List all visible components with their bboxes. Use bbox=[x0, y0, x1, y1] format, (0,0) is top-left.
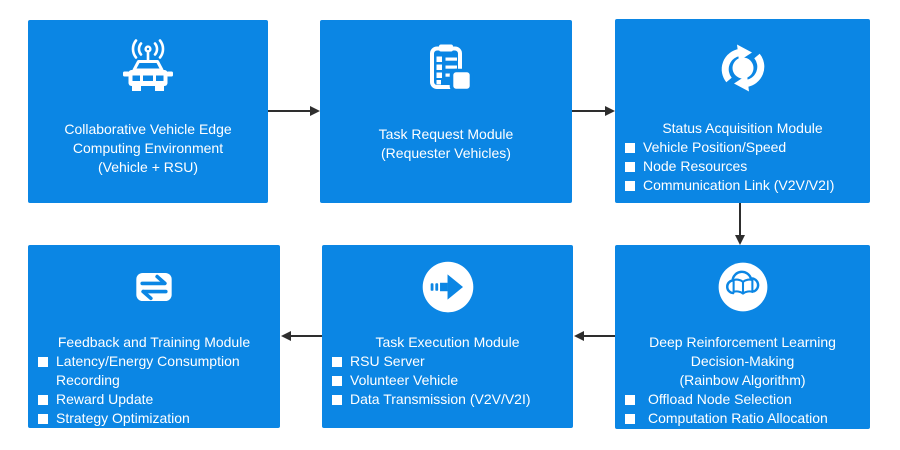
module-box-drl-decision: Deep Reinforcement Learning Decision-Mak… bbox=[615, 245, 870, 429]
arrowhead-down-icon bbox=[735, 235, 745, 245]
title-line: Computing Environment bbox=[72, 140, 224, 156]
list-item: Node Resources bbox=[625, 157, 866, 176]
icon-area bbox=[320, 20, 572, 116]
bullet-square-icon bbox=[625, 414, 635, 424]
title-line: Deep Reinforcement Learning bbox=[649, 334, 836, 350]
bullet-text: Strategy Optimization bbox=[56, 410, 190, 426]
bullet-square-icon bbox=[38, 395, 48, 405]
icon-area bbox=[28, 245, 280, 329]
transfer-arrows-icon bbox=[125, 258, 183, 316]
arrowhead-right-icon bbox=[605, 106, 615, 116]
bullet-text: Volunteer Vehicle bbox=[350, 372, 459, 388]
arrowhead-left-icon bbox=[281, 331, 291, 341]
arrow-line bbox=[291, 335, 322, 337]
clipboard-checklist-icon bbox=[414, 36, 478, 100]
module-title: Status Acquisition Module bbox=[615, 119, 870, 138]
bullet-text: Latency/Energy Consumption Recording bbox=[56, 353, 240, 388]
bullet-text: RSU Server bbox=[350, 353, 425, 369]
list-item: Communication Link (V2V/V2I) bbox=[625, 176, 866, 195]
bullet-text: Reward Update bbox=[56, 391, 154, 407]
module-box-task-execution: Task Execution Module RSU Server Volunte… bbox=[322, 245, 573, 428]
arrow-line bbox=[739, 203, 741, 236]
list-item: Reward Update bbox=[38, 390, 276, 409]
arrow-line bbox=[572, 110, 606, 112]
arrow-line bbox=[268, 110, 311, 112]
bullet-square-icon bbox=[332, 395, 342, 405]
module-title: Feedback and Training Module bbox=[28, 333, 280, 352]
list-item: Volunteer Vehicle bbox=[332, 371, 569, 390]
car-antenna-icon bbox=[116, 36, 180, 100]
module-box-feedback-training: Feedback and Training Module Latency/Ene… bbox=[28, 245, 280, 428]
module-box-environment: Collaborative Vehicle Edge Computing Env… bbox=[28, 20, 268, 203]
bullet-list: Vehicle Position/Speed Node Resources Co… bbox=[615, 138, 870, 195]
arrowhead-right-icon bbox=[310, 106, 320, 116]
list-item: Computation Ratio Allocation bbox=[625, 409, 866, 428]
bullet-square-icon bbox=[332, 357, 342, 367]
module-box-status-acquisition: Status Acquisition Module Vehicle Positi… bbox=[615, 19, 870, 203]
list-item: Strategy Optimization bbox=[38, 409, 276, 428]
module-title: Deep Reinforcement Learning Decision-Mak… bbox=[615, 333, 870, 390]
module-title: Task Request Module (Requester Vehicles) bbox=[320, 125, 572, 163]
title-line: Decision-Making bbox=[690, 353, 795, 369]
module-title: Task Execution Module bbox=[322, 333, 573, 352]
list-item: Data Transmission (V2V/V2I) bbox=[332, 390, 569, 409]
bullet-square-icon bbox=[625, 181, 635, 191]
forward-arrow-icon bbox=[418, 257, 478, 317]
cloud-book-icon bbox=[713, 257, 773, 317]
title-line: Status Acquisition Module bbox=[662, 120, 823, 136]
arrowhead-left-icon bbox=[574, 331, 584, 341]
bullet-list: Offload Node Selection Computation Ratio… bbox=[615, 390, 870, 428]
bullet-square-icon bbox=[625, 143, 635, 153]
icon-area bbox=[615, 245, 870, 329]
bullet-text: Data Transmission (V2V/V2I) bbox=[350, 391, 531, 407]
bullet-text: Node Resources bbox=[643, 158, 748, 174]
icon-area bbox=[28, 20, 268, 116]
title-line: (Vehicle + RSU) bbox=[98, 159, 198, 175]
title-line: (Rainbow Algorithm) bbox=[679, 372, 806, 388]
arrow-line bbox=[584, 335, 615, 337]
title-line: Feedback and Training Module bbox=[57, 334, 251, 350]
list-item: RSU Server bbox=[332, 352, 569, 371]
bullet-list: Latency/Energy Consumption Recording Rew… bbox=[28, 352, 280, 428]
bullet-list: RSU Server Volunteer Vehicle Data Transm… bbox=[322, 352, 573, 409]
title-line: Collaborative Vehicle Edge bbox=[64, 121, 232, 137]
module-title: Collaborative Vehicle Edge Computing Env… bbox=[28, 120, 268, 177]
bullet-text: Vehicle Position/Speed bbox=[643, 139, 787, 155]
title-line: Task Execution Module bbox=[375, 334, 520, 350]
bullet-text: Offload Node Selection bbox=[648, 391, 792, 407]
module-box-task-request: Task Request Module (Requester Vehicles) bbox=[320, 20, 572, 203]
bullet-square-icon bbox=[625, 395, 635, 405]
bullet-square-icon bbox=[38, 357, 48, 367]
list-item: Latency/Energy Consumption Recording bbox=[38, 352, 276, 390]
bullet-text: Communication Link (V2V/V2I) bbox=[643, 177, 835, 193]
icon-area bbox=[615, 19, 870, 115]
bullet-square-icon bbox=[625, 162, 635, 172]
title-line: Task Request Module bbox=[378, 126, 514, 142]
bullet-square-icon bbox=[332, 376, 342, 386]
icon-area bbox=[322, 245, 573, 329]
title-line: (Requester Vehicles) bbox=[381, 145, 511, 161]
sync-arrows-icon bbox=[711, 35, 775, 99]
list-item: Vehicle Position/Speed bbox=[625, 138, 866, 157]
bullet-text: Computation Ratio Allocation bbox=[648, 410, 828, 426]
bullet-square-icon bbox=[38, 414, 48, 424]
list-item: Offload Node Selection bbox=[625, 390, 866, 409]
